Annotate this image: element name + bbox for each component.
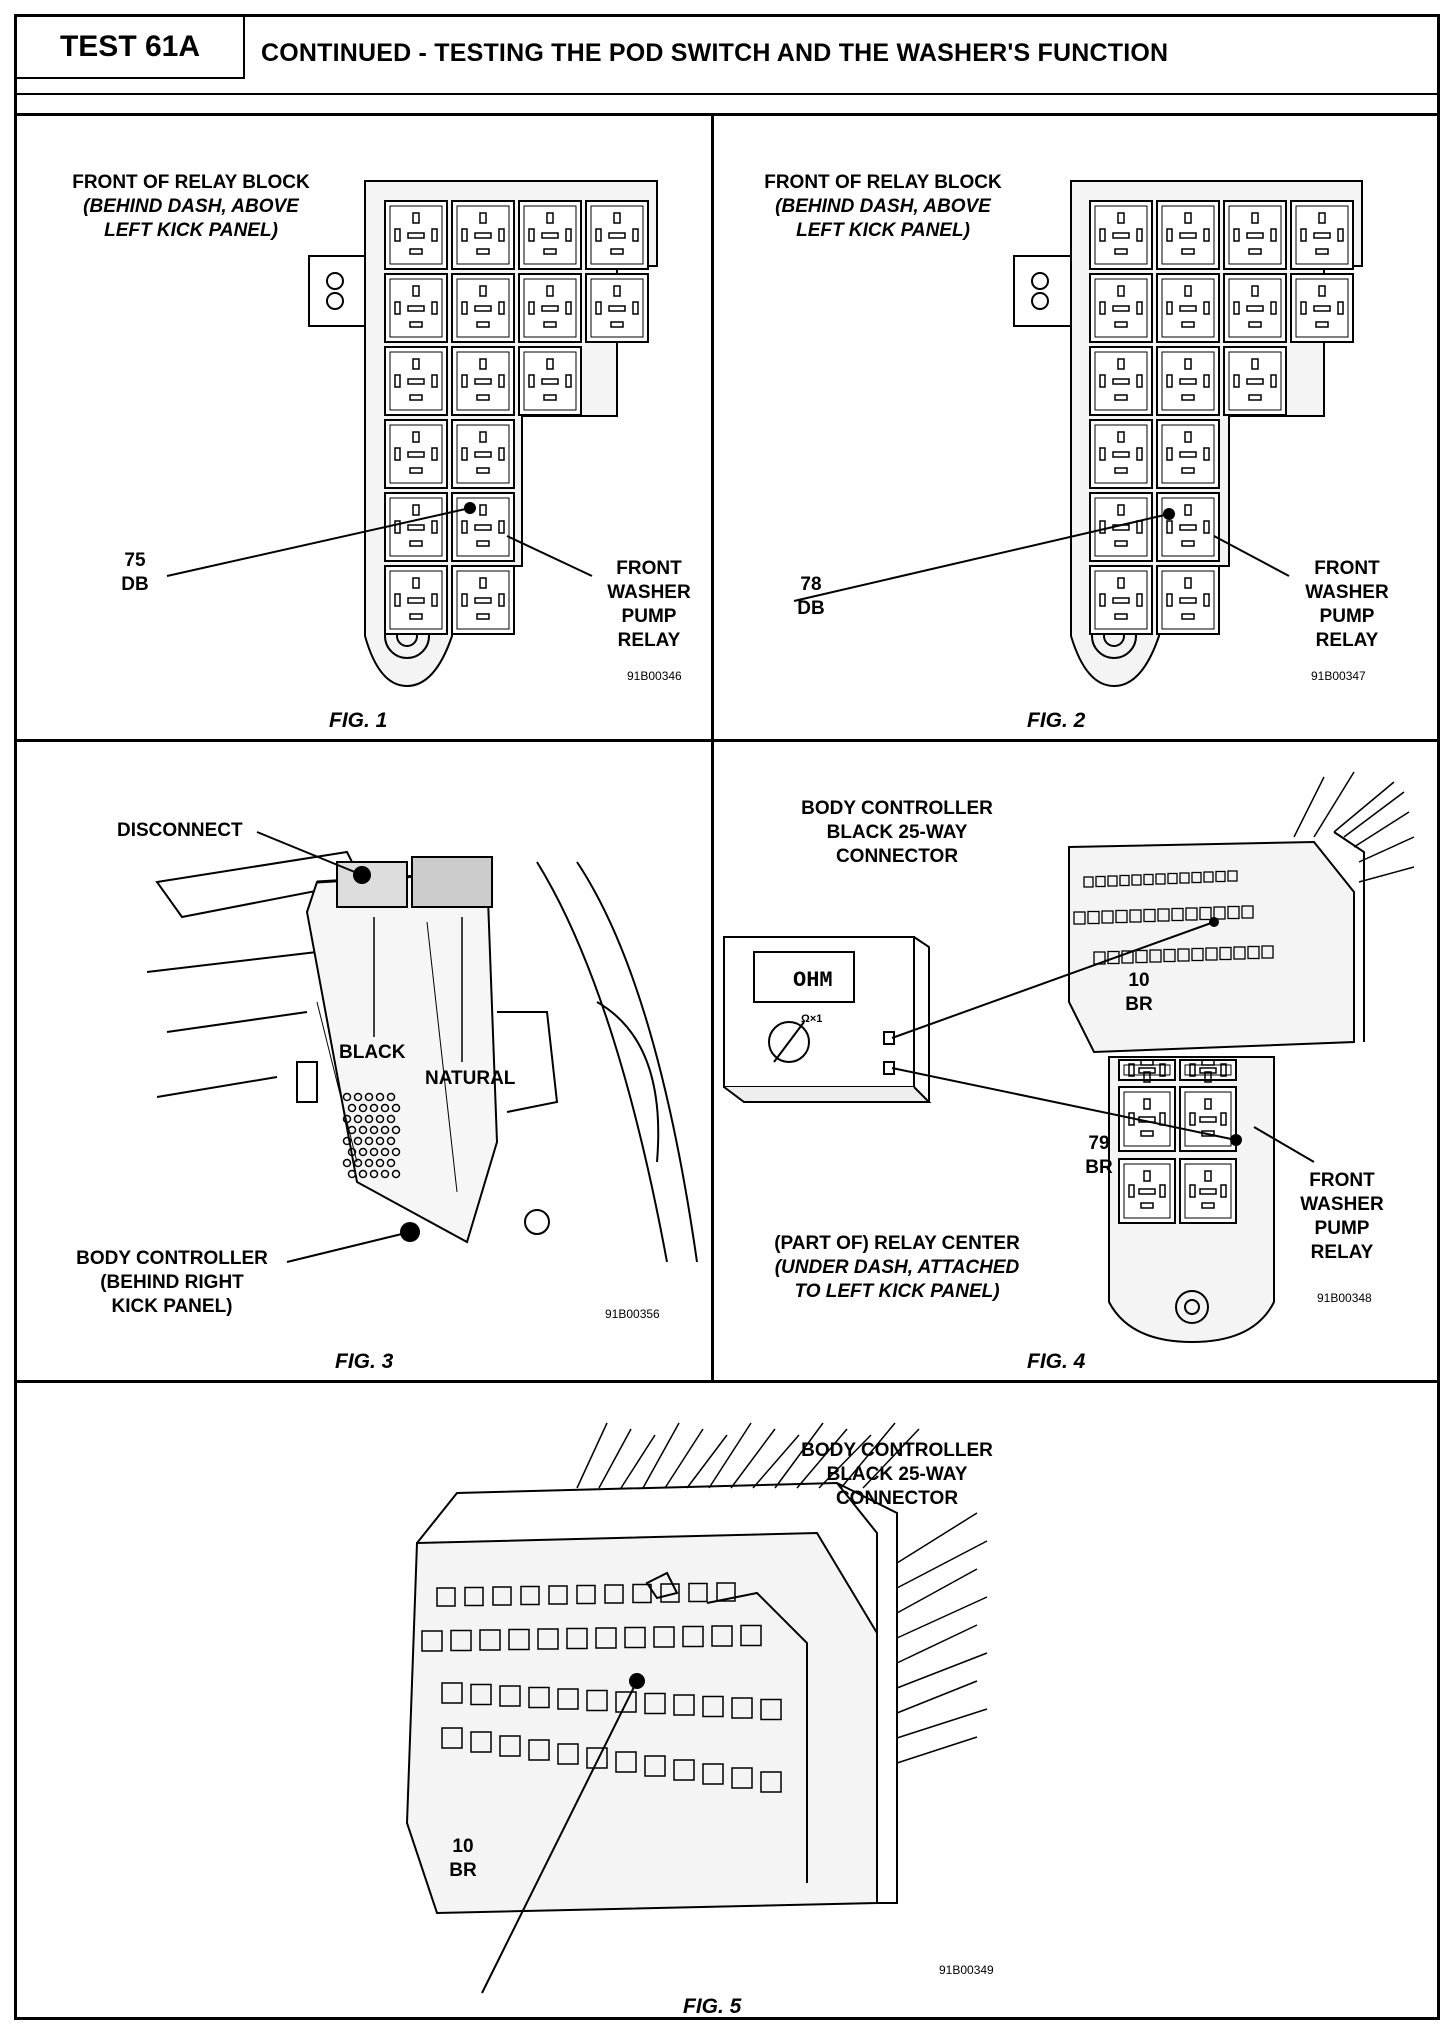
page-title: CONTINUED - TESTING THE POD SWITCH AND T…: [261, 39, 1169, 67]
fig3-caption: FIG. 3: [335, 1350, 394, 1373]
fig1-relay-block: [166, 180, 658, 688]
fig5-connector-illustration: [405, 1422, 988, 1994]
header-rule: [17, 93, 1437, 95]
relay-socket: [1089, 273, 1153, 343]
fig2-title: FRONT OF RELAY BLOCK (BEHIND DASH, ABOVE…: [764, 172, 1002, 241]
relay-socket: [1089, 565, 1153, 635]
divider-top: [711, 116, 714, 1380]
relay-socket: [1156, 346, 1220, 416]
fig4-meter-and-connector: [723, 771, 1415, 1344]
fig1-relay-label: FRONT WASHER PUMP RELAY: [607, 558, 691, 651]
relay-socket: [1223, 273, 1287, 343]
relay-socket: [585, 273, 649, 343]
document-page: TEST 61A CONTINUED - TESTING THE POD SWI…: [14, 14, 1440, 2020]
fig5-connector-label: BODY CONTROLLER BLACK 25-WAY CONNECTOR: [801, 1440, 993, 1509]
relay-socket: [1156, 273, 1220, 343]
relay-socket: [1223, 346, 1287, 416]
relay-socket: [384, 565, 448, 635]
relay-socket: [451, 273, 515, 343]
test-id: TEST 61A: [17, 17, 245, 79]
relay-socket: [1156, 565, 1220, 635]
relay-socket: [518, 346, 582, 416]
relay-socket: [1179, 1086, 1237, 1152]
relay-socket: [1156, 419, 1220, 489]
relay-socket: [585, 200, 649, 270]
relay-socket: [1118, 1158, 1176, 1224]
relay-socket: [451, 200, 515, 270]
fig1-pin-label: 75 DB: [121, 550, 149, 595]
fig3-natural-label: NATURAL: [425, 1068, 516, 1089]
relay-socket: [518, 200, 582, 270]
fig4-pin-a: 10 BR: [1125, 970, 1153, 1015]
relay-socket: [1089, 419, 1153, 489]
relay-socket: [384, 346, 448, 416]
relay-socket: [384, 419, 448, 489]
relay-socket: [1179, 1158, 1237, 1224]
fig4-relay-label: FRONT WASHER PUMP RELAY: [1300, 1170, 1384, 1263]
fig2-code: 91B00347: [1311, 669, 1366, 683]
fig4-relay-center-label: (PART OF) RELAY CENTER (UNDER DASH, ATTA…: [774, 1233, 1020, 1302]
relay-socket: [518, 273, 582, 343]
fig5-pin-label: 10 BR: [449, 1836, 477, 1881]
divider-row1: [17, 739, 1437, 742]
relay-socket: [1089, 200, 1153, 270]
fig3-code: 91B00356: [605, 1307, 660, 1321]
fig2-relay-label: FRONT WASHER PUMP RELAY: [1305, 558, 1389, 651]
relay-socket: [451, 346, 515, 416]
fig5-code: 91B00349: [939, 1963, 994, 1977]
relay-socket: [384, 492, 448, 562]
relay-socket: [384, 200, 448, 270]
fig3-disconnect-label: DISCONNECT: [117, 820, 243, 841]
fig3-body-controller-illustration: [146, 831, 698, 1263]
fig4-code: 91B00348: [1317, 1291, 1372, 1305]
relay-socket: [1089, 492, 1153, 562]
fig4-meter-range: Ω×1: [801, 1013, 823, 1025]
fig4-caption: FIG. 4: [1027, 1350, 1086, 1373]
fig2-relay-block: [793, 180, 1363, 688]
relay-socket: [1156, 200, 1220, 270]
fig3-controller-label: BODY CONTROLLER (BEHIND RIGHT KICK PANEL…: [76, 1248, 268, 1317]
fig5-caption: FIG. 5: [683, 1995, 742, 2018]
relay-socket: [1089, 346, 1153, 416]
relay-socket: [1156, 492, 1220, 562]
fig4-connector-label: BODY CONTROLLER BLACK 25-WAY CONNECTOR: [801, 798, 993, 867]
relay-socket: [1118, 1086, 1176, 1152]
divider-row2: [17, 1380, 1437, 1383]
relay-socket: [1290, 273, 1354, 343]
header: TEST 61A CONTINUED - TESTING THE POD SWI…: [17, 17, 1437, 116]
fig3-black-label: BLACK: [339, 1042, 406, 1063]
fig4-meter-display: OHM: [793, 968, 833, 993]
fig1-caption: FIG. 1: [329, 709, 388, 732]
relay-socket: [1290, 200, 1354, 270]
relay-socket: [451, 492, 515, 562]
relay-socket: [451, 565, 515, 635]
fig2-pin-label: 78 DB: [797, 574, 825, 619]
relay-socket: [1223, 200, 1287, 270]
relay-socket: [451, 419, 515, 489]
fig2-caption: FIG. 2: [1027, 709, 1086, 732]
relay-socket: [384, 273, 448, 343]
relay-socket: [1179, 1059, 1237, 1083]
fig1-code: 91B00346: [627, 669, 682, 683]
fig4-pin-b: 79 BR: [1085, 1133, 1113, 1178]
fig1-title: FRONT OF RELAY BLOCK (BEHIND DASH, ABOVE…: [72, 172, 310, 241]
relay-socket: [1118, 1059, 1176, 1083]
